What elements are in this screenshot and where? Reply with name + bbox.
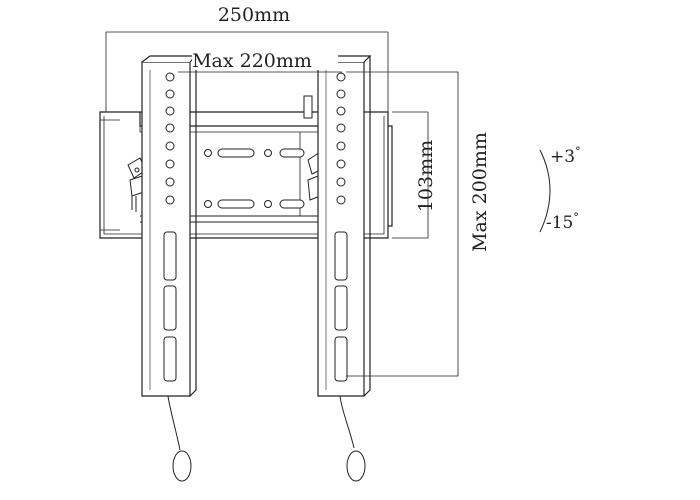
tilt-arc <box>539 149 551 233</box>
max-vertical-label: Max 200mm <box>469 132 491 252</box>
rail-height-label: 103mm <box>415 140 437 212</box>
max-horizontal-label: Max 220mm <box>192 50 312 72</box>
tilt-down-degree: ° <box>573 211 579 224</box>
dimension-line-rail-height <box>392 111 429 239</box>
right-mounting-arm <box>317 55 372 397</box>
left-arm-holes <box>163 72 177 382</box>
right-arm-holes <box>334 72 348 382</box>
tilt-up-degree: ° <box>575 145 581 158</box>
wall-plate-slots-lower <box>204 199 305 209</box>
wall-plate-slots-upper <box>204 148 305 158</box>
tilt-down-label: -15° <box>546 211 579 233</box>
right-pull-cord <box>339 395 366 482</box>
width-dimension-label: 250mm <box>218 4 290 26</box>
tilt-up-label: +3° <box>550 145 581 167</box>
left-mounting-arm <box>141 55 198 397</box>
left-pull-cord <box>167 395 192 482</box>
dimension-line-max-vertical <box>346 71 459 377</box>
